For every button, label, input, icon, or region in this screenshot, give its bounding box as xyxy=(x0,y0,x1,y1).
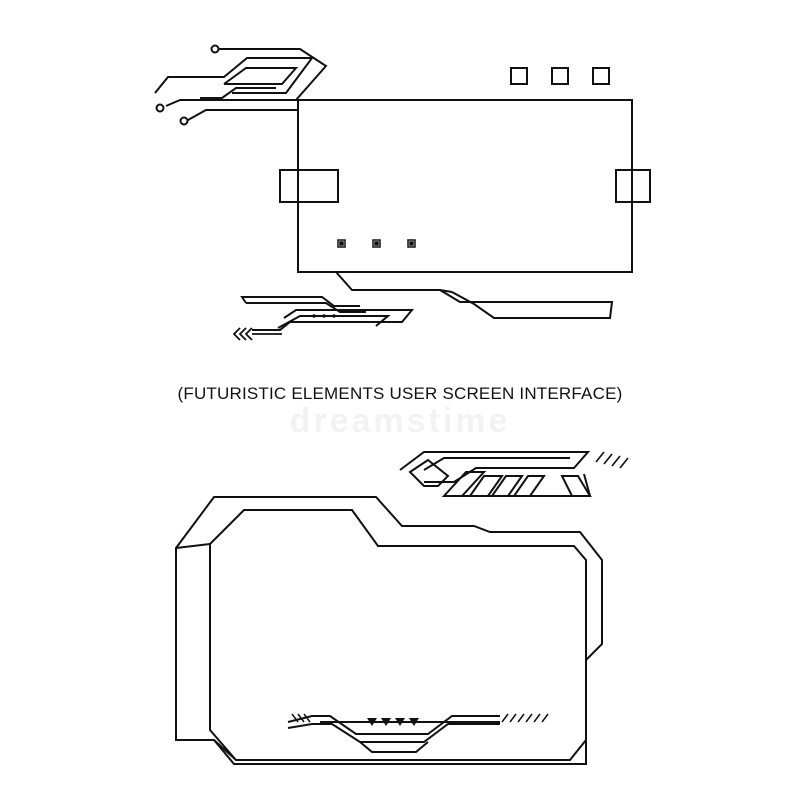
window-square-1 xyxy=(510,67,528,85)
ornament-hash-left xyxy=(291,713,311,723)
ornament-triangles xyxy=(367,718,419,726)
bottom-hud-ornament xyxy=(287,713,549,753)
folder-inner-frame xyxy=(209,509,587,761)
frame-indicator-dots xyxy=(337,239,416,248)
top-hud-panel xyxy=(154,44,651,341)
window-square-2 xyxy=(551,67,569,85)
arrow-chevrons-left xyxy=(232,327,282,341)
main-screen-frame xyxy=(297,99,633,273)
caption-text: (FUTURISTIC ELEMENTS USER SCREEN INTERFA… xyxy=(177,384,623,403)
trace-dots xyxy=(312,314,336,318)
folder-outer-frame xyxy=(175,496,603,765)
ornament-hash-right xyxy=(501,713,549,723)
left-side-tab xyxy=(279,169,339,203)
circuit-traces-bottom-left xyxy=(232,296,415,341)
circuit-traces-top-left xyxy=(154,44,328,126)
watermark: dreamstime xyxy=(289,402,511,440)
tab-decoration xyxy=(399,451,629,497)
bottom-hud-panel xyxy=(175,451,629,765)
tab-hash-marks xyxy=(595,451,629,469)
frame-bottom-connectors xyxy=(335,271,614,319)
window-square-3 xyxy=(592,67,610,85)
